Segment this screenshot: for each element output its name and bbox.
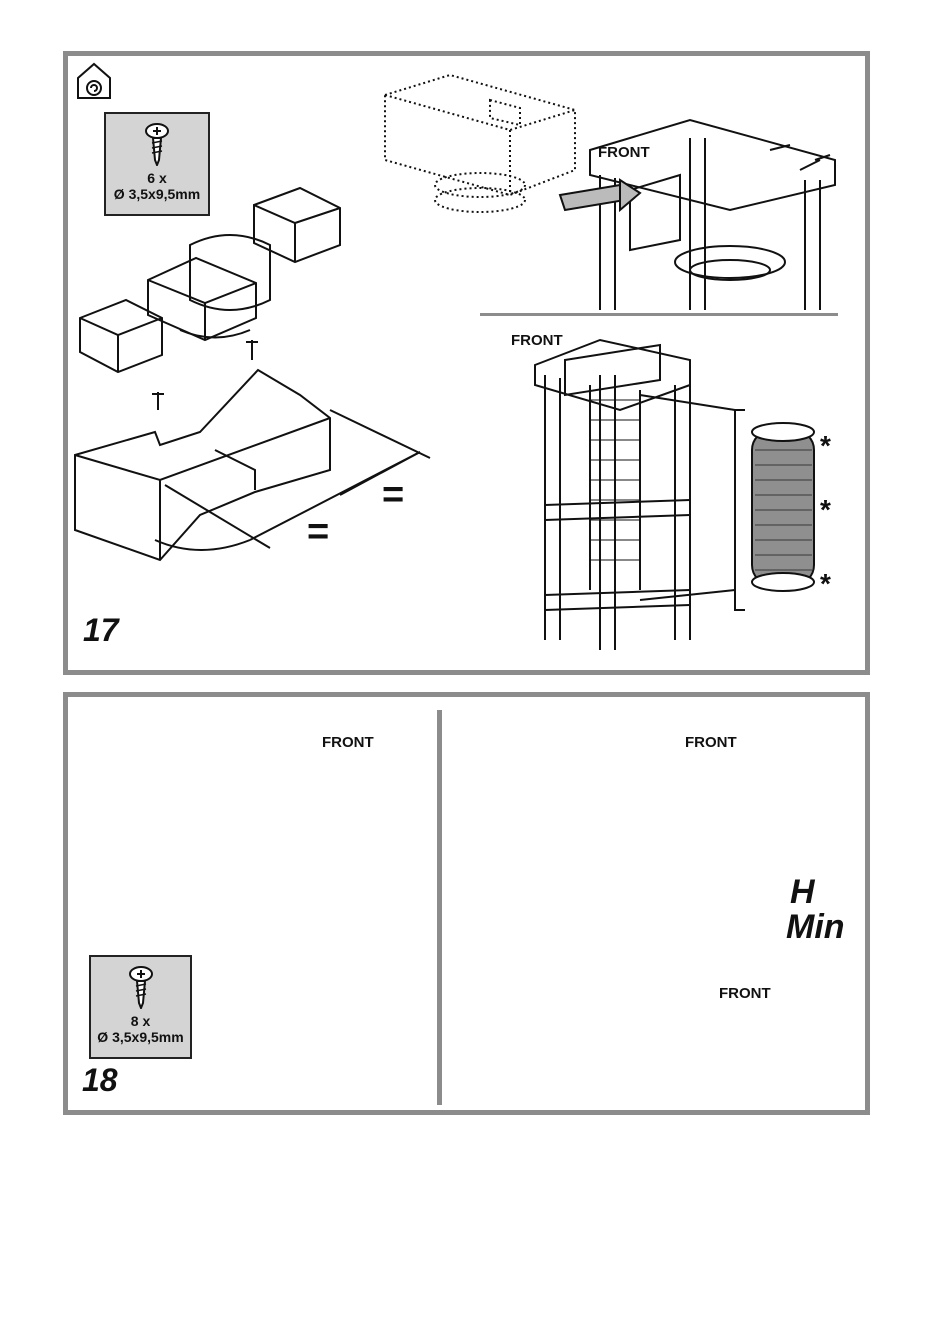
screw-kit-box-17: 6 x Ø 3,5x9,5mm	[104, 112, 210, 216]
front-label-right: FRONT	[685, 734, 737, 751]
height-label-h: H	[790, 875, 815, 909]
screw-kit-box-18: 8 x Ø 3,5x9,5mm	[89, 955, 192, 1059]
screw-icon	[144, 122, 170, 166]
duct-assembly-illustration	[75, 188, 430, 560]
screw-quantity: 6 x	[106, 170, 208, 186]
height-label-min: Min	[786, 910, 845, 944]
recirculation-house-icon	[78, 64, 110, 98]
panel-18-divider	[437, 710, 442, 1105]
screw-quantity: 8 x	[91, 1013, 190, 1029]
dotted-duct-box-illustration	[385, 75, 575, 212]
asterisk-3: *	[820, 568, 831, 600]
front-label-bottom: FRONT	[511, 332, 563, 349]
asterisk-1: *	[820, 430, 831, 462]
equal-sign-2: =	[307, 517, 329, 547]
figure-number-18: 18	[82, 1062, 118, 1099]
asterisk-2: *	[820, 494, 831, 526]
front-label-top: FRONT	[598, 144, 650, 161]
screw-size: Ø 3,5x9,5mm	[106, 186, 208, 202]
front-label-left: FRONT	[322, 734, 374, 751]
screw-icon	[128, 965, 154, 1009]
figure-number-17: 17	[83, 612, 119, 649]
flexible-pipe-detail	[640, 395, 814, 610]
front-label-lower: FRONT	[719, 985, 771, 1002]
column-with-flexible-pipe-illustration	[535, 340, 690, 650]
equal-sign-1: =	[382, 480, 404, 510]
screw-size: Ø 3,5x9,5mm	[91, 1029, 190, 1045]
